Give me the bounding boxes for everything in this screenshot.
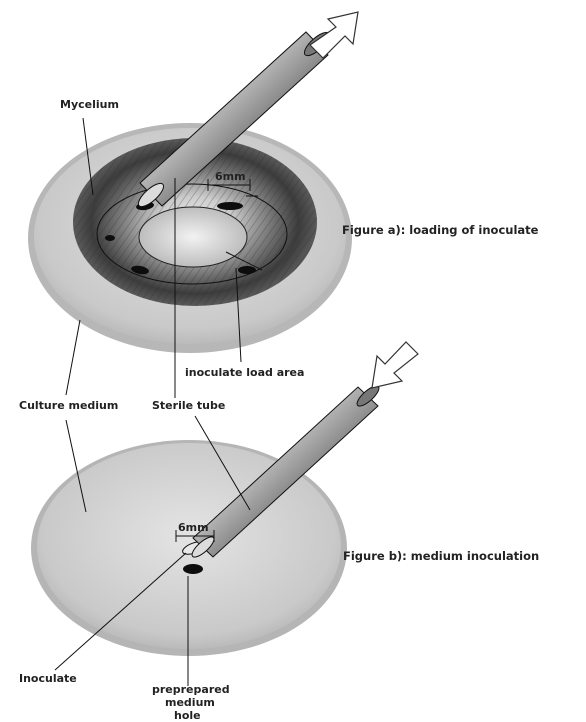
figure-b-caption: Figure b): medium inoculation	[343, 549, 539, 563]
sterile-tube-label: Sterile tube	[152, 399, 225, 412]
mycelium-label: Mycelium	[60, 98, 119, 111]
hole-label-line2: medium	[165, 696, 215, 709]
prepared-hole	[183, 564, 203, 574]
culture-medium-leader	[66, 320, 80, 395]
culture-medium-label: Culture medium	[19, 399, 118, 412]
hole-label-line3: hole	[174, 709, 201, 722]
hole-a2	[217, 202, 243, 210]
figure-a-caption: Figure a): loading of inoculate	[342, 223, 539, 237]
hole-a3	[105, 235, 115, 241]
dimension-label-a: 6mm	[215, 170, 246, 183]
colony-center	[139, 207, 247, 267]
inoculate-label: Inoculate	[19, 672, 77, 685]
hole-a5	[238, 266, 256, 274]
arrow-in-icon	[372, 342, 418, 388]
hole-label-line1: preprepared	[152, 683, 230, 696]
inoculate-load-area-label: inoculate load area	[185, 366, 304, 379]
arrow-out-icon	[310, 12, 358, 58]
dimension-label-b: 6mm	[178, 521, 209, 534]
